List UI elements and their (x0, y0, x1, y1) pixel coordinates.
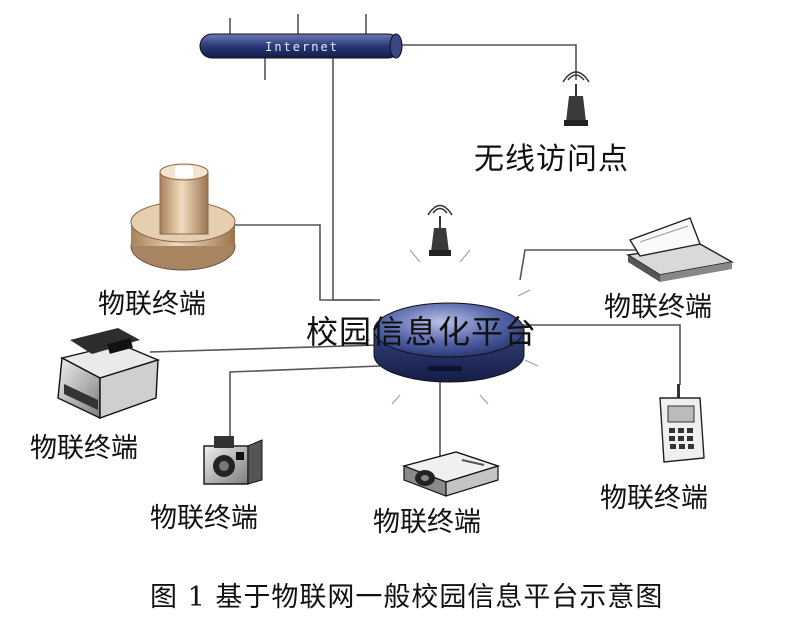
platform-label: 校园信息化平台 (306, 313, 538, 351)
projector-terminal-icon (401, 451, 501, 497)
line-camera-to-platform (229, 365, 381, 440)
connection-lines (149, 14, 681, 463)
line-printer-to-platform (149, 344, 379, 353)
internet-label: Internet (265, 40, 339, 54)
base-terminal-icon (130, 163, 236, 271)
access-point-label: 无线访问点 (474, 142, 629, 177)
platform-antenna (355, 204, 539, 405)
phone-terminal-icon (659, 384, 705, 463)
terminal-label-scanner: 物联终端 (604, 292, 712, 323)
printer-terminal-icon (57, 328, 161, 420)
camera-terminal-icon (203, 436, 263, 485)
internet-backbone: Internet (199, 33, 403, 59)
scanner-terminal-icon (626, 217, 735, 282)
line-scanner-to-platform (519, 249, 650, 281)
terminal-label-phone: 物联终端 (600, 483, 708, 514)
terminal-label-projector: 物联终端 (373, 507, 481, 538)
line-phone-to-platform (520, 324, 681, 385)
line-internet-to-platform (332, 57, 372, 301)
figure-caption: 图 1 基于物联网一般校园信息平台示意图 (150, 582, 664, 613)
line-internet-to-ap (400, 44, 577, 80)
terminal-label-camera: 物联终端 (150, 503, 258, 534)
terminal-label-base: 物联终端 (98, 289, 206, 320)
terminal-label-printer: 物联终端 (30, 433, 138, 464)
line-base-to-platform (200, 224, 380, 301)
wireless-access-point (562, 71, 590, 126)
campus-platform-disc (373, 302, 525, 383)
